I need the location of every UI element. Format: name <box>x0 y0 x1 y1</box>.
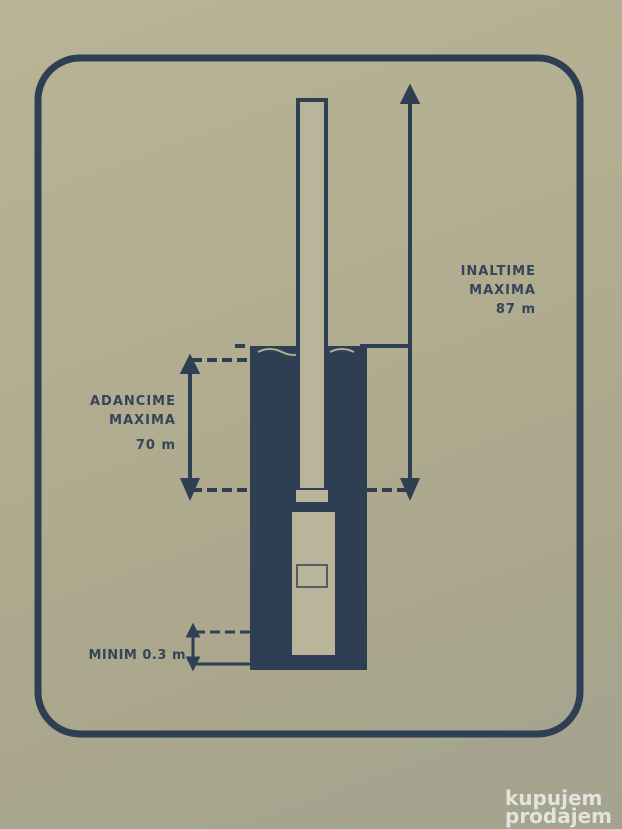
pipe-coupling <box>296 490 328 502</box>
depth-arrow <box>179 353 201 501</box>
frame <box>34 54 584 738</box>
height-arrow <box>399 83 421 501</box>
minimum-label: MINIM 0.3 m <box>88 648 186 663</box>
max-height-label: INALTIME MAXIMA 87 m <box>460 264 536 317</box>
watermark: kupujem prodajem <box>505 786 612 828</box>
ground-left <box>192 344 250 362</box>
max-depth-label: ADANCIME MAXIMA 70 m <box>90 394 176 453</box>
pump-body <box>292 512 335 655</box>
pump-logo <box>296 564 328 588</box>
minimum-arrow <box>185 622 201 672</box>
discharge-pipe <box>296 98 328 492</box>
